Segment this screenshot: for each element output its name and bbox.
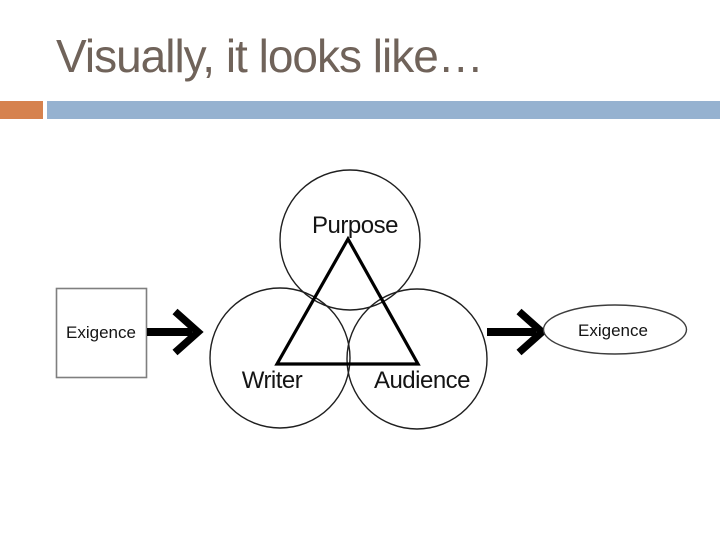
exigence-box [55, 287, 148, 379]
exigence-box-label: Exigence [66, 323, 136, 342]
audience-label: Audience [374, 367, 470, 394]
slide-title: Visually, it looks like… [56, 30, 484, 82]
writer-label: Writer [242, 367, 303, 394]
left-flow-arrow-icon [147, 308, 204, 356]
accent-bar-blue [47, 101, 720, 119]
writer-circle [209, 287, 351, 429]
right-flow-arrow-icon [487, 308, 548, 356]
rhetorical-triangle [274, 235, 421, 366]
audience-circle [346, 288, 488, 430]
purpose-label: Purpose [312, 212, 398, 239]
exigence-ellipse [542, 304, 688, 355]
exigence-ellipse-label: Exigence [578, 321, 648, 340]
purpose-circle [279, 169, 421, 311]
accent-bar-orange [0, 101, 43, 119]
